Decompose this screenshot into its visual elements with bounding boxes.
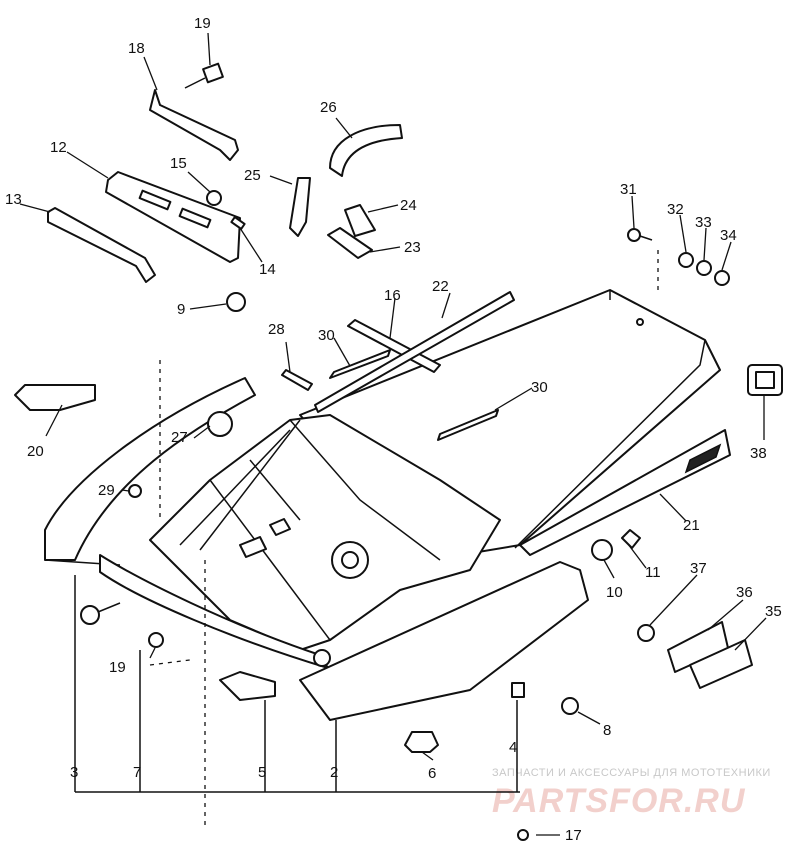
callout-11: 11: [645, 564, 661, 581]
part-5-clip: [219, 671, 276, 701]
callout-26: 26: [320, 99, 337, 116]
part-34-nut: [714, 270, 730, 286]
callout-23: 23: [404, 239, 421, 256]
leader-lines: [19, 32, 767, 836]
part-11-bolt: [621, 529, 641, 549]
part-31-bolt: [627, 228, 641, 242]
callout-34: 34: [720, 227, 737, 244]
part-19-bolt-b: [80, 602, 121, 625]
part-19-washer: [148, 632, 164, 648]
part-21-decal-stripe: [519, 429, 731, 556]
callout-12: 12: [50, 139, 67, 156]
callout-38: 38: [750, 445, 767, 462]
watermark-brand: PARTSFOR.RU: [492, 782, 746, 820]
callout-5: 5: [258, 764, 266, 781]
part-10-collar: [591, 539, 613, 561]
callout-22: 22: [432, 278, 449, 295]
part-32-washer: [678, 252, 694, 268]
callout-10: 10: [606, 584, 623, 601]
part-33-washer: [696, 260, 712, 276]
callout-32: 32: [667, 201, 684, 218]
callout-25: 25: [244, 167, 261, 184]
callout-3: 3: [70, 764, 78, 781]
callout-7: 7: [133, 764, 141, 781]
part-26-handle: [329, 124, 403, 177]
part-30-rod-b: [437, 409, 499, 441]
callout-13: 13: [5, 191, 22, 208]
part-27-cap: [207, 411, 233, 437]
part-22-strip: [314, 291, 515, 413]
part-12-plate: [105, 171, 241, 263]
callout-28: 28: [268, 321, 285, 338]
part-14-clip: [230, 216, 246, 230]
callout-2: 2: [330, 764, 338, 781]
part-25-grip: [289, 177, 311, 237]
callout-21: 21: [683, 517, 700, 534]
callout-36: 36: [736, 584, 753, 601]
callout-31: 31: [620, 181, 637, 198]
part-23-bracket: [327, 227, 373, 259]
assembly-dashed-lines: [74, 250, 659, 830]
part-28-spacer: [281, 369, 313, 391]
callout-4: 4: [509, 739, 517, 756]
callout-9: 9: [177, 301, 185, 318]
callout-37: 37: [690, 560, 707, 577]
callout-33: 33: [695, 214, 712, 231]
callout-16: 16: [384, 287, 401, 304]
part-13-trim-rail: [47, 207, 156, 283]
part-29-nut: [128, 484, 142, 498]
callout-labels: 19 18 26 12 15 25 13 24 23 14 31 32 33 3…: [5, 15, 782, 844]
part-20-bracket: [14, 384, 96, 411]
part-37-nut: [637, 624, 655, 642]
part-24-bracket: [344, 204, 376, 237]
part-17-clip: [517, 829, 529, 841]
callout-27: 27: [171, 429, 188, 446]
part-9-grommet: [226, 292, 246, 312]
callout-35: 35: [765, 603, 782, 620]
part-8-grommet: [561, 697, 579, 715]
callout-8: 8: [603, 722, 611, 739]
part-6-clamp: [404, 731, 439, 753]
callout-6: 6: [428, 765, 436, 782]
callout-20: 20: [27, 443, 44, 460]
callout-15: 15: [170, 155, 187, 172]
callout-29: 29: [98, 482, 115, 499]
part-35-lens: [689, 639, 753, 689]
callout-30: 30: [318, 327, 335, 344]
callout-19-b: 19: [109, 659, 126, 676]
callout-30-b: 30: [531, 379, 548, 396]
callout-19: 19: [194, 15, 211, 32]
callout-18: 18: [128, 40, 145, 57]
main-frame: [44, 289, 721, 669]
part-19-bolt: [184, 62, 224, 89]
part-18-bracket: [149, 89, 239, 161]
callout-24: 24: [400, 197, 417, 214]
callout-17: 17: [565, 827, 582, 844]
part-2-side-pan: [299, 561, 589, 721]
watermark-tagline: ЗАПЧАСТИ И АКСЕССУАРЫ ДЛЯ МОТОТЕХНИКИ: [492, 767, 771, 779]
callout-14: 14: [259, 261, 276, 278]
part-4-spacer: [511, 682, 525, 698]
part-30-rod: [329, 349, 391, 379]
part-15-nut: [206, 190, 222, 206]
